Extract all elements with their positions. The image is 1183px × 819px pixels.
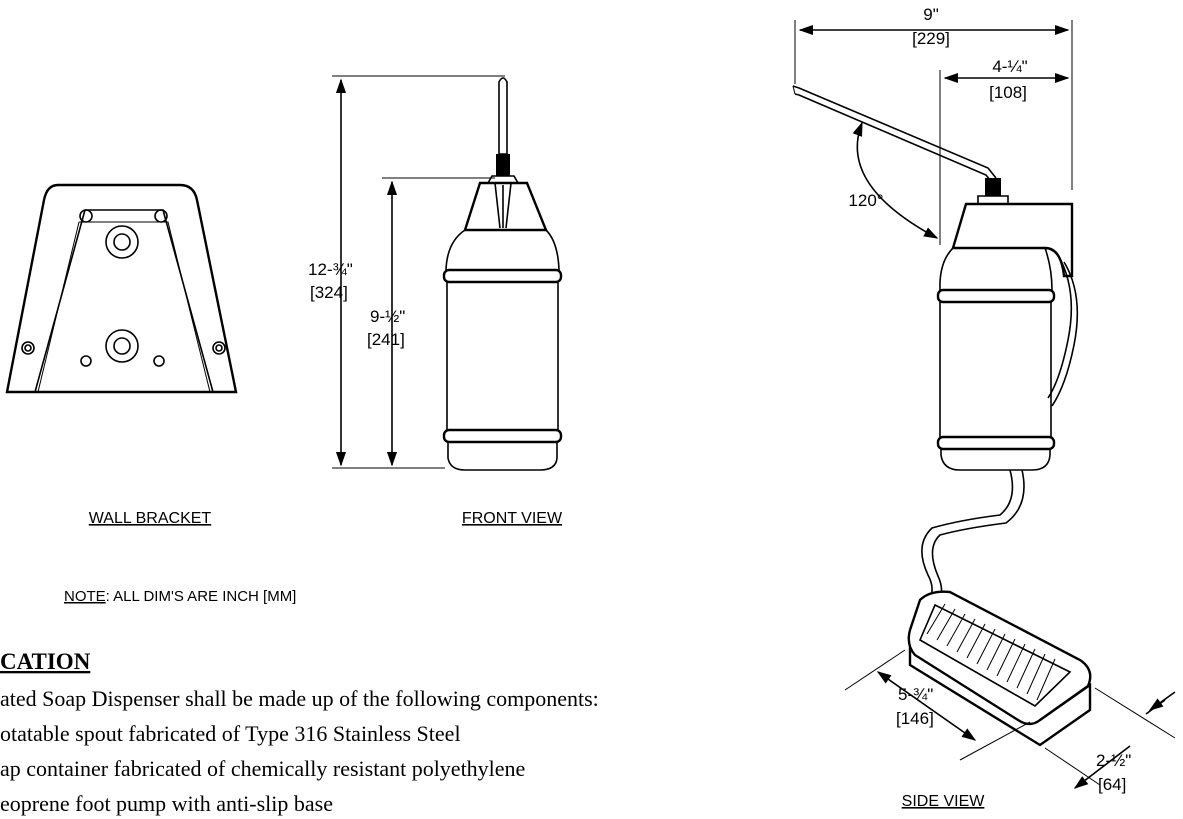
spout-offset-inch: 4-¼"	[992, 57, 1027, 76]
specification-intro: ated Soap Dispenser shall be made up of …	[0, 686, 599, 711]
spout-length-mm: [229]	[912, 29, 950, 48]
specification-item: otatable spout fabricated of Type 316 St…	[0, 721, 461, 746]
specification-item: eoprene foot pump with anti-slip base	[0, 791, 333, 816]
spout-length-inch: 9"	[923, 5, 939, 24]
rotation-angle: 120°	[848, 191, 883, 210]
overall-height-mm: [324]	[310, 283, 348, 302]
dimension-note: NOTE: ALL DIM'S ARE INCH [MM]	[64, 588, 296, 605]
wall-bracket-label: WALL BRACKET	[89, 510, 212, 527]
note-text: : ALL DIM'S ARE INCH [MM]	[106, 588, 297, 605]
specification-item: ap container fabricated of chemically re…	[0, 756, 525, 781]
front-view-drawing	[442, 77, 563, 471]
body-height-mm: [241]	[367, 330, 405, 349]
spout-offset-mm: [108]	[989, 83, 1027, 102]
body-height-inch: 9-½"	[370, 307, 405, 326]
specification-heading: CATION	[0, 649, 91, 674]
pedal-height-mm: [64]	[1098, 775, 1126, 794]
pedal-length-inch: 5-¾"	[898, 685, 933, 704]
pedal-height-inch: 2-½"	[1096, 751, 1131, 770]
front-view-dimensions	[332, 75, 505, 469]
pedal-length-mm: [146]	[896, 709, 934, 728]
note-label: NOTE	[64, 588, 106, 605]
overall-height-inch: 12-¾"	[308, 260, 353, 279]
wall-bracket-drawing	[5, 183, 238, 394]
side-view-drawing	[792, 85, 1092, 747]
side-view-dimensions	[794, 20, 1176, 789]
side-view-label: SIDE VIEW	[902, 793, 986, 810]
front-view-label: FRONT VIEW	[462, 510, 563, 527]
